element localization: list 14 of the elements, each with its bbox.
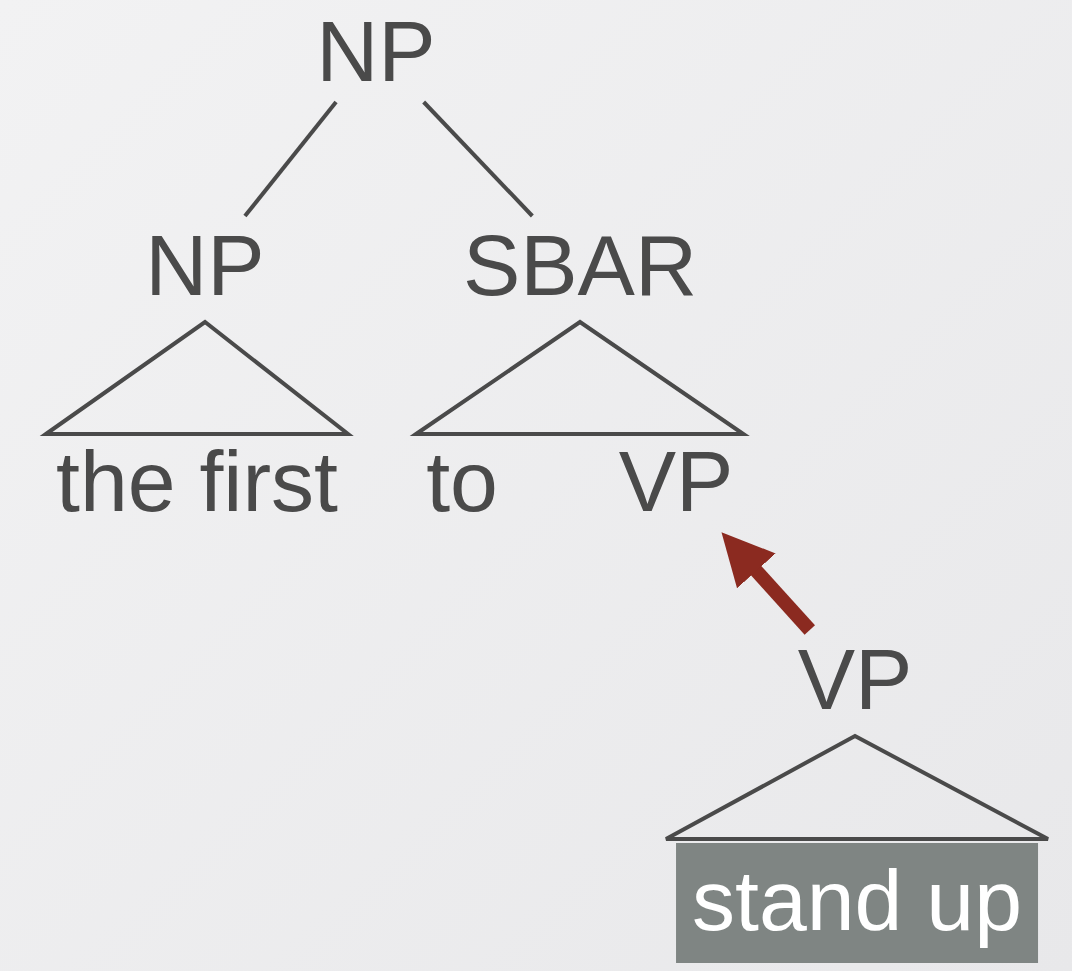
phrase-label: NP	[145, 222, 265, 308]
word-label: the first	[56, 438, 338, 524]
highlighted-phrase: stand up	[676, 843, 1038, 963]
tree-triangle	[409, 319, 750, 436]
phrase-label: SBAR	[462, 222, 698, 308]
tree-triangle	[664, 733, 1050, 841]
phrase-label: VP	[618, 438, 734, 524]
phrase-label: VP	[797, 636, 913, 722]
tree-branch	[243, 100, 338, 218]
arrow	[721, 532, 815, 635]
phrase-label: NP	[316, 8, 436, 94]
word-label: to	[426, 438, 498, 524]
tree-branch	[422, 100, 534, 218]
tree-triangle	[39, 319, 354, 436]
